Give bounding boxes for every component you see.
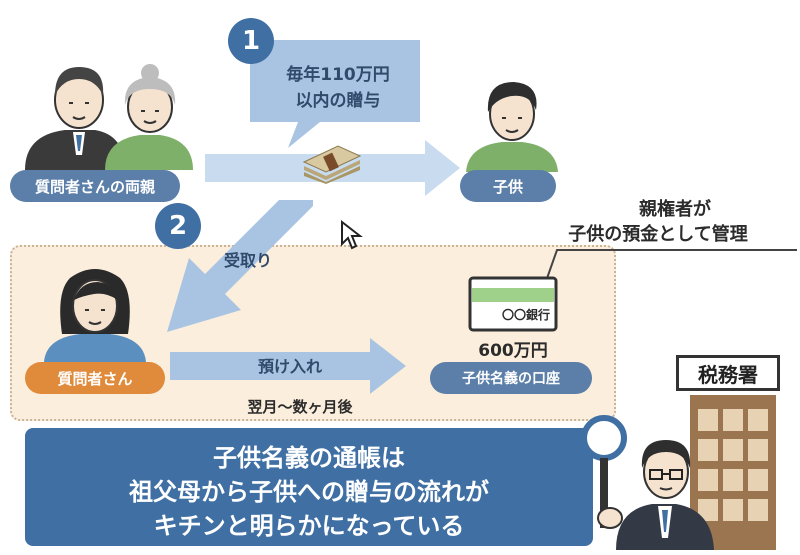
step2-label: 受取り: [223, 251, 272, 270]
message-line2: 祖父母から子供への贈与の流れが: [129, 478, 489, 506]
questioner-label: 質問者さん: [25, 362, 165, 394]
message-box: [25, 428, 593, 546]
guardian-note-line2: 子供の預金として管理: [568, 224, 748, 245]
step1-number: 1: [228, 18, 274, 64]
pointer-icon: [341, 219, 363, 250]
message-line1: 子供名義の通帳は: [213, 444, 405, 472]
bank-name: 〇〇銀行: [501, 308, 550, 322]
bankbook-icon: [468, 276, 558, 332]
tax-office-sign: 税務署: [676, 355, 780, 391]
message-line3: キチンと明らかになっている: [153, 512, 465, 540]
deposit-label: 預け入れ: [257, 357, 322, 376]
step1-callout: [250, 40, 420, 148]
guardian-note-line1: 親権者が: [639, 199, 711, 220]
tax-office-sign-text: 税務署: [698, 362, 758, 387]
child-label: 子供: [460, 170, 556, 202]
parents-label: 質問者さんの両親: [10, 170, 180, 202]
money-icon: [302, 145, 362, 184]
parents-illustration: [25, 64, 193, 170]
timing-label: 翌月〜数ヶ月後: [247, 398, 353, 416]
account-amount: 600万円: [478, 341, 548, 361]
deposit-arrow: [170, 338, 406, 394]
step2-number: 2: [155, 203, 201, 249]
guardian-note-pointer: [542, 249, 797, 287]
questioner-illustration: [44, 269, 146, 362]
inspector-illustration: [581, 415, 714, 550]
step1-line2: 以内の贈与: [295, 91, 381, 111]
account-label: 子供名義の口座: [430, 362, 592, 394]
receive-arrow: [167, 200, 313, 332]
step1-line1: 毎年110万円: [286, 65, 390, 85]
child-illustration: [466, 82, 558, 172]
